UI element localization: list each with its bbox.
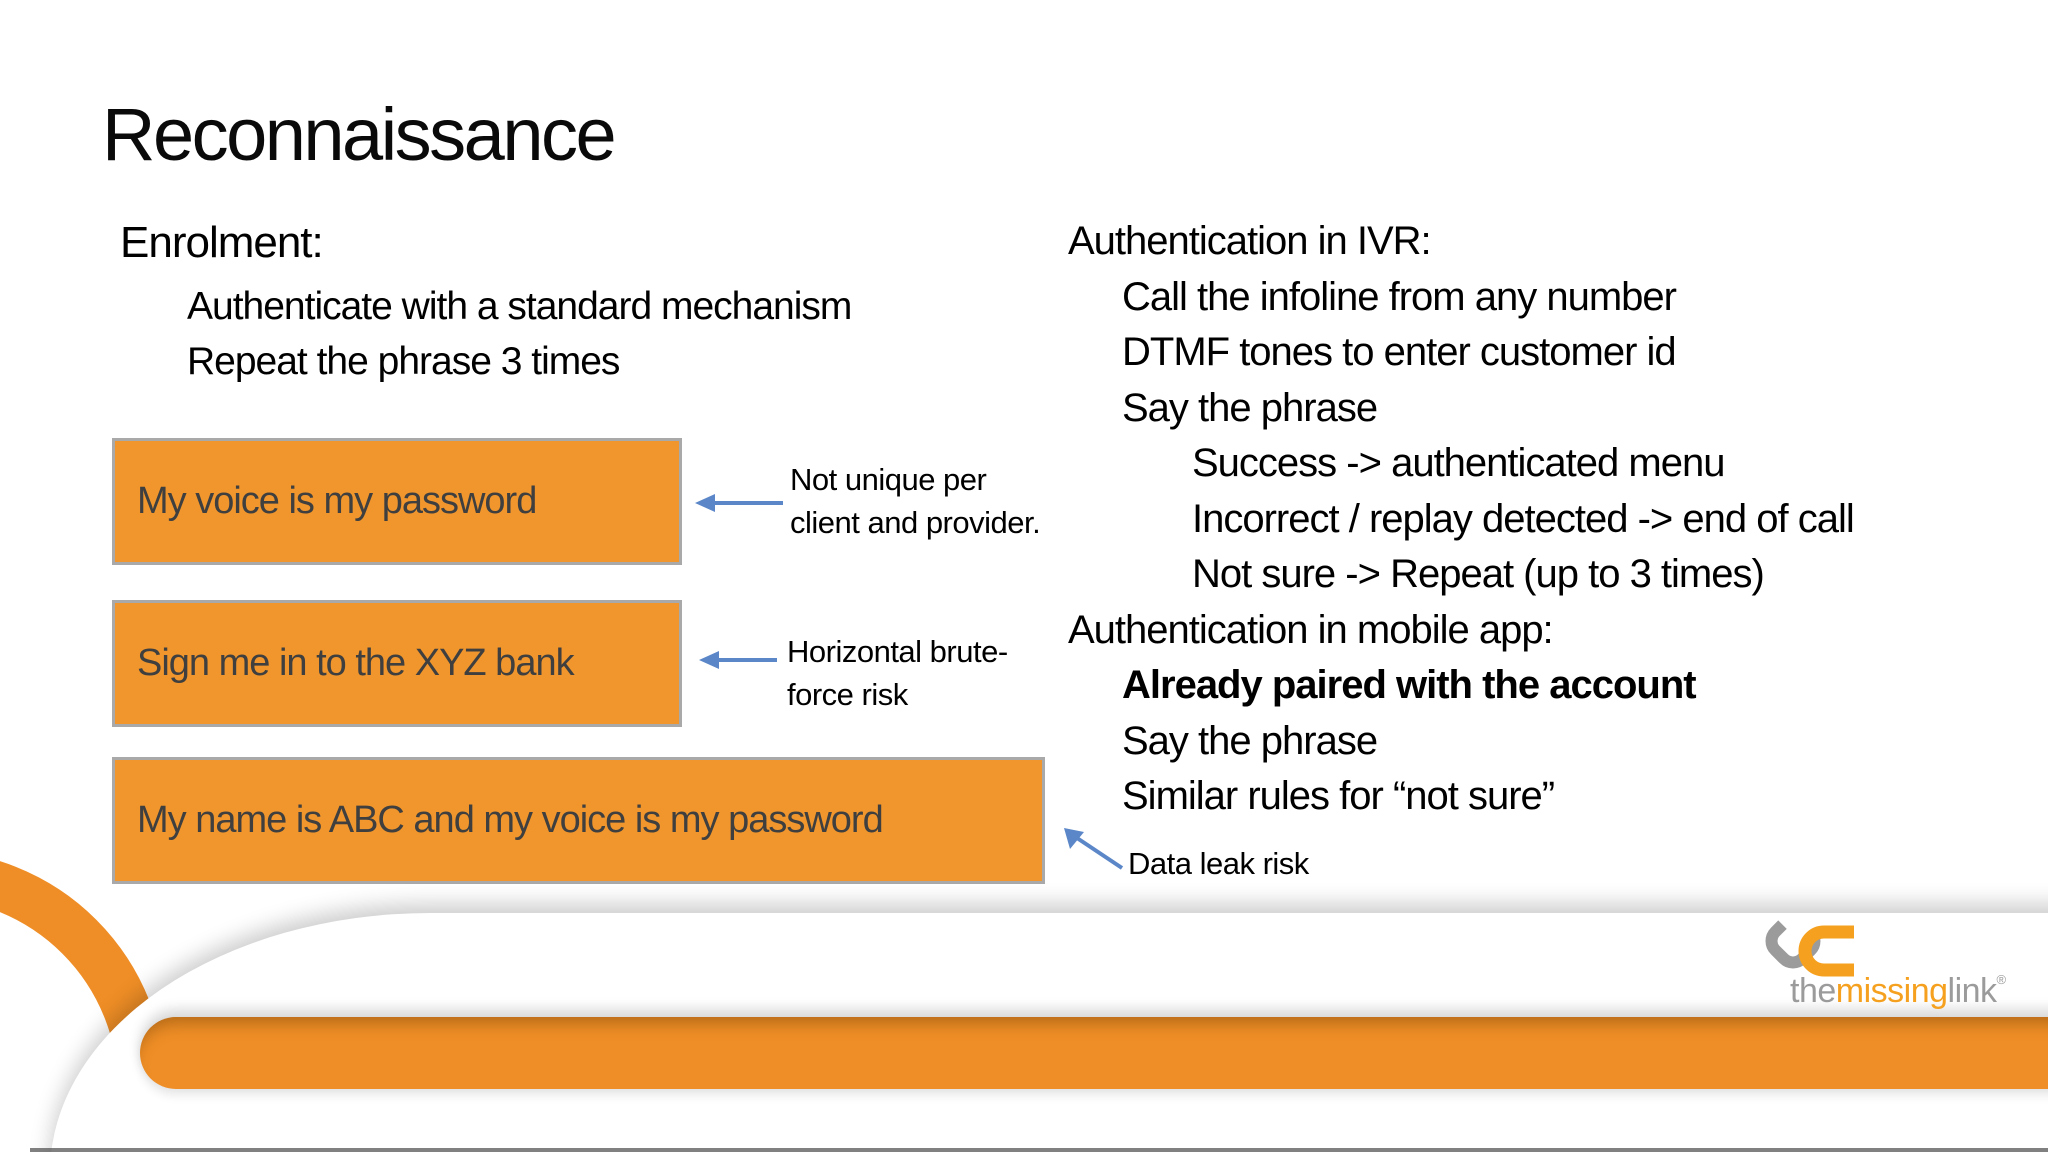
outline-item: Say the phrase (1122, 385, 1378, 430)
note-not-unique: Not unique per client and provider. (790, 458, 1041, 544)
outline-item: DTMF tones to enter customer id (1122, 330, 1677, 374)
outline-item: Call the infoline from any number (1122, 274, 1677, 319)
slide-title: Reconnaissance (102, 93, 617, 176)
outline-item: Success -> authenticated menu (1192, 441, 1725, 485)
logo-word-link: link (1947, 972, 1998, 1010)
phrase-box-text: My name is ABC and my voice is my passwo… (137, 799, 884, 841)
enrolment-item: Repeat the phrase 3 times (187, 340, 620, 383)
note-line: Not unique per (790, 462, 987, 497)
note-line: Horizontal brute- (787, 634, 1008, 669)
outline-heading-ivr: Authentication in IVR: (1068, 219, 1432, 263)
phrase-box-sign-me-in: Sign me in to the XYZ bank (112, 600, 682, 727)
enrolment-item: Authenticate with a standard mechanism (187, 285, 852, 328)
logo-registered-mark: ® (1996, 972, 2007, 987)
arrow-left-icon (699, 651, 777, 669)
footer-orange-bar (140, 1017, 2048, 1089)
logo-word-the: the (1790, 972, 1836, 1010)
note-data-leak: Data leak risk (1128, 842, 1309, 885)
outline-item: Similar rules for “not sure” (1122, 774, 1555, 818)
phrase-box-text: Sign me in to the XYZ bank (137, 642, 575, 684)
note-brute-force: Horizontal brute- force risk (787, 630, 1008, 716)
outline-item: Incorrect / replay detected -> end of ca… (1192, 496, 1855, 541)
phrase-box-name-abc: My name is ABC and my voice is my passwo… (112, 757, 1045, 884)
phrase-box-text: My voice is my password (137, 480, 537, 522)
themissinglink-logo: themissinglink® (1750, 916, 2020, 1011)
outline-item-bold: Already paired with the account (1122, 663, 1697, 707)
arrow-diagonal-icon (1064, 828, 1124, 870)
outline-item: Say the phrase (1122, 718, 1378, 763)
note-line: client and provider. (790, 505, 1041, 540)
note-line: Data leak risk (1128, 846, 1309, 881)
outline-item: Not sure -> Repeat (up to 3 times) (1192, 552, 1765, 596)
note-line: force risk (787, 677, 908, 712)
phrase-box-voice-password: My voice is my password (112, 438, 682, 565)
outline-heading-mobile: Authentication in mobile app: (1068, 607, 1554, 652)
arrow-left-icon (695, 494, 783, 512)
enrolment-heading: Enrolment: (120, 218, 324, 267)
chain-link-icon (1765, 916, 1854, 977)
authentication-outline: Authentication in IVR: Call the infoline… (1068, 214, 1855, 825)
logo-wordmark: themissinglink® (1790, 972, 2006, 1011)
logo-word-missing: missing (1835, 972, 1948, 1010)
bottom-edge-line (30, 1148, 2048, 1152)
